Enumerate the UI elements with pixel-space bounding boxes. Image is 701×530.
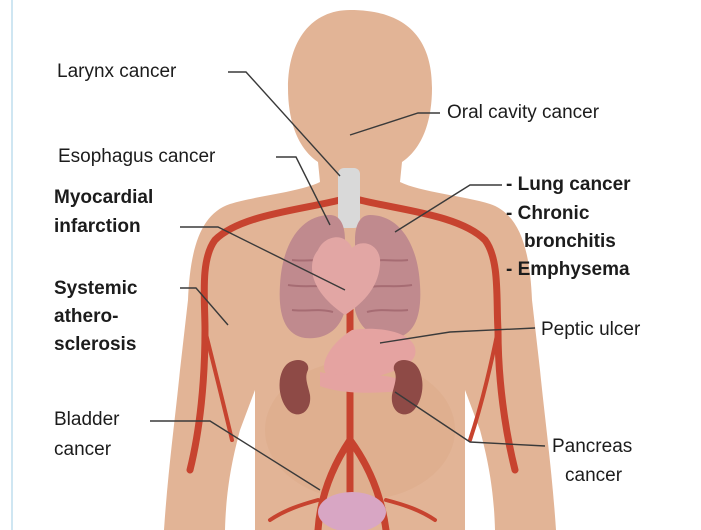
label-oral-cavity-cancer: Oral cavity cancer: [447, 99, 599, 127]
label-bladder-cancer: cancer: [54, 436, 111, 464]
label-bladder: Bladder: [54, 406, 120, 434]
label-infarction: infarction: [54, 213, 141, 241]
label-athero: athero-: [54, 303, 118, 331]
label-myocardial: Myocardial: [54, 184, 153, 212]
label-peptic-ulcer: Peptic ulcer: [541, 316, 640, 344]
label-lung-cancer: - Lung cancer: [506, 171, 631, 199]
label-chronic: - Chronic: [506, 200, 589, 228]
trachea: [338, 168, 360, 228]
label-emphysema: - Emphysema: [506, 256, 630, 284]
label-larynx-cancer: Larynx cancer: [57, 58, 176, 86]
label-systemic: Systemic: [54, 275, 137, 303]
label-pancreas: Pancreas: [552, 433, 632, 461]
label-pancreas-cancer: cancer: [565, 462, 622, 490]
label-esophagus-cancer: Esophagus cancer: [58, 143, 215, 171]
label-sclerosis: sclerosis: [54, 331, 136, 359]
label-bronchitis: bronchitis: [524, 228, 616, 256]
